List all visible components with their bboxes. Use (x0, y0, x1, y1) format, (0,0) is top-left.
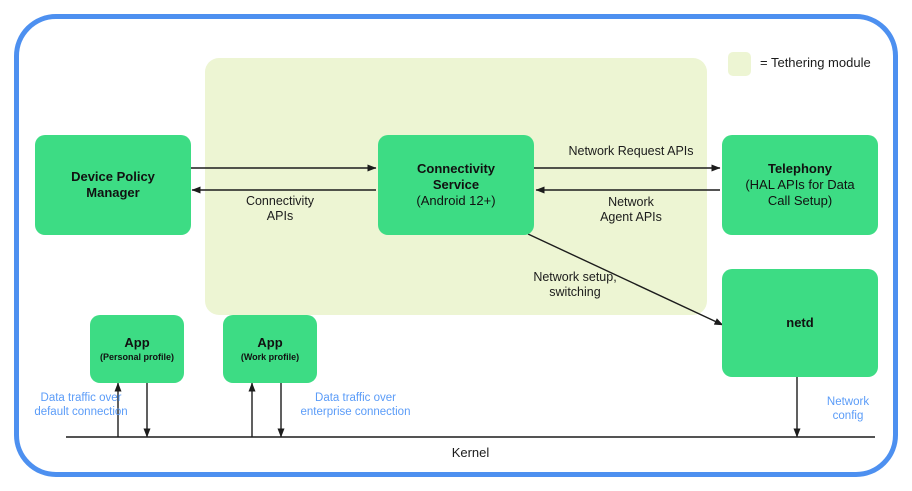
node-app-work-profile[interactable]: App (Work profile) (223, 315, 317, 383)
legend-label-tethering-module: = Tethering module (760, 55, 871, 70)
node-title: App (124, 335, 150, 351)
edge-label-network-setup-switching: Network setup, switching (533, 270, 617, 300)
edge-label-connectivity-apis: Connectivity APIs (245, 194, 315, 224)
edge-label-network-config: Network config (826, 396, 870, 423)
edge-label-network-request-apis: Network Request APIs (568, 144, 694, 158)
node-title: Device Policy (71, 168, 155, 184)
node-title: netd (786, 314, 814, 330)
edge-label-data-traffic-default: Data traffic over default connection (34, 392, 128, 419)
legend-swatch-tethering-module (728, 52, 751, 76)
node-connectivity-service[interactable]: Connectivity Service (Android 12+) (378, 135, 534, 235)
edge-label-network-agent-apis: Network Agent APIs (600, 195, 662, 225)
node-title-line2: Service (432, 176, 480, 192)
node-telephony[interactable]: Telephony (HAL APIs for Data Call Setup) (722, 135, 878, 235)
node-netd[interactable]: netd (722, 269, 878, 377)
node-title: Connectivity (416, 160, 495, 176)
node-subtitle: (HAL APIs for Data Call Setup) (745, 176, 855, 209)
node-title: App (257, 335, 283, 351)
kernel-label: Kernel (451, 445, 490, 460)
edge-label-data-traffic-enterprise: Data traffic over enterprise connection (300, 392, 411, 419)
node-app-personal-profile[interactable]: App (Personal profile) (90, 315, 184, 383)
node-title: Telephony (767, 160, 833, 176)
node-subtitle: (Android 12+) (416, 193, 496, 209)
node-subtitle: (Personal profile) (99, 351, 174, 362)
node-device-policy-manager[interactable]: Device Policy Manager (35, 135, 191, 235)
node-title-line2: Manager (86, 185, 140, 200)
diagram-outer-frame (14, 14, 898, 477)
node-subtitle: (Work profile) (240, 351, 300, 362)
